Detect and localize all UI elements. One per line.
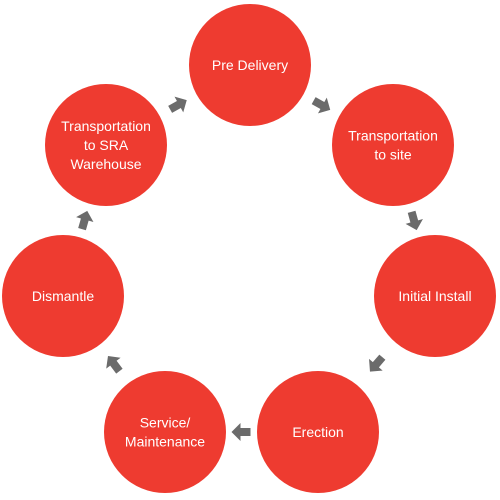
step-circle bbox=[332, 84, 454, 206]
step-node-initial-install: Initial Install bbox=[374, 235, 496, 357]
flow-arrow-icon bbox=[168, 96, 187, 113]
step-node-pre-delivery: Pre Delivery bbox=[189, 4, 311, 126]
step-label: Maintenance bbox=[125, 434, 205, 450]
step-label: Pre Delivery bbox=[212, 57, 288, 73]
flow-arrow-icon bbox=[231, 423, 251, 441]
flow-arrow-icon bbox=[369, 354, 386, 372]
step-node-dismantle: Dismantle bbox=[2, 235, 124, 357]
step-label: Transportation bbox=[348, 128, 438, 144]
step-label: Transportation bbox=[61, 118, 151, 134]
step-label: Warehouse bbox=[70, 156, 141, 172]
step-circle bbox=[2, 235, 124, 357]
step-label: Service/ bbox=[140, 415, 191, 431]
step-node-erection: Erection bbox=[257, 371, 379, 493]
step-label: to site bbox=[374, 147, 412, 163]
flow-arrow-icon bbox=[311, 97, 331, 114]
step-node-transportation-to-sra-warehouse: Transportation to SRA Warehouse bbox=[45, 84, 167, 206]
flow-arrow-icon bbox=[405, 210, 423, 231]
arrow-layer bbox=[76, 96, 423, 441]
step-circle bbox=[104, 371, 226, 493]
flow-arrow-icon bbox=[76, 210, 94, 231]
step-circle bbox=[189, 4, 311, 126]
step-label: Erection bbox=[292, 424, 343, 440]
step-circle bbox=[45, 84, 167, 206]
step-label: Initial Install bbox=[398, 288, 471, 304]
step-node-transportation-to-site: Transportation to site bbox=[332, 84, 454, 206]
flow-arrow-icon bbox=[106, 356, 123, 374]
step-circle bbox=[374, 235, 496, 357]
step-label: Dismantle bbox=[32, 288, 94, 304]
step-node-service-maintenance: Service/Maintenance bbox=[104, 371, 226, 493]
step-circle bbox=[257, 371, 379, 493]
step-label: to SRA bbox=[84, 137, 129, 153]
